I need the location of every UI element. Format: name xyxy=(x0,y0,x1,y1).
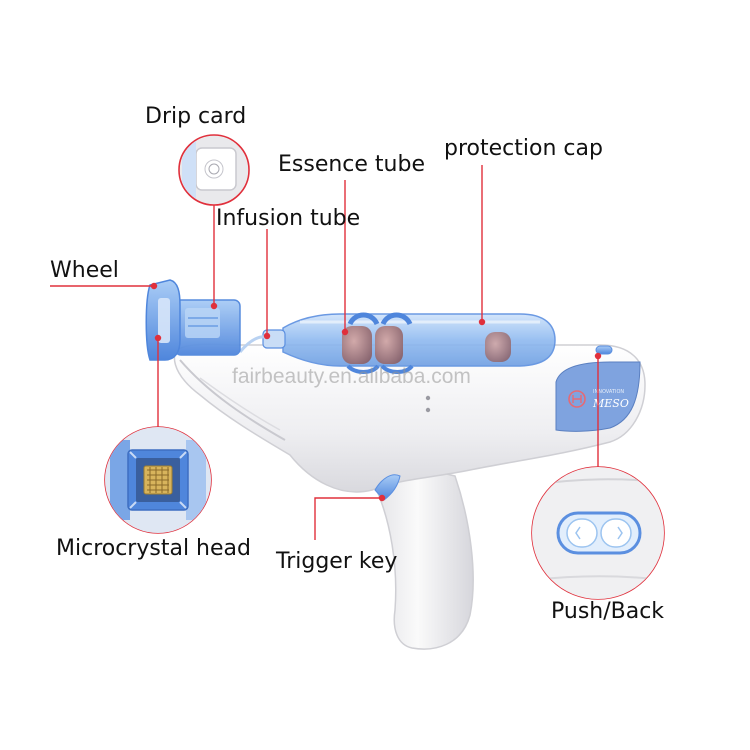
badge-subtext: INNOVATION xyxy=(593,389,624,395)
label-trigger-key: Trigger key xyxy=(276,549,398,574)
capsule xyxy=(342,326,372,364)
capsule xyxy=(485,332,511,362)
push-back-callout xyxy=(531,466,665,600)
device-body xyxy=(173,343,646,650)
label-essence-tube: Essence tube xyxy=(278,152,425,177)
label-protection-cap: protection cap xyxy=(444,136,603,161)
badge-logo-icon xyxy=(568,390,586,408)
head-assembly xyxy=(145,279,241,361)
label-drip-card: Drip card xyxy=(145,104,247,129)
label-infusion-tube: Infusion tube xyxy=(216,206,361,231)
drip-card-callout xyxy=(178,134,250,206)
microcrystal-head-callout xyxy=(104,426,212,534)
label-wheel: Wheel xyxy=(50,258,119,283)
watermark: fairbeauty.en.alibaba.com xyxy=(232,365,471,388)
label-push-back: Push/Back xyxy=(551,599,665,624)
leader-lines xyxy=(50,165,602,540)
label-microcrystal-head: Microcrystal head xyxy=(56,536,251,561)
badge-brand: MESO xyxy=(592,397,629,410)
capsule xyxy=(375,326,403,364)
